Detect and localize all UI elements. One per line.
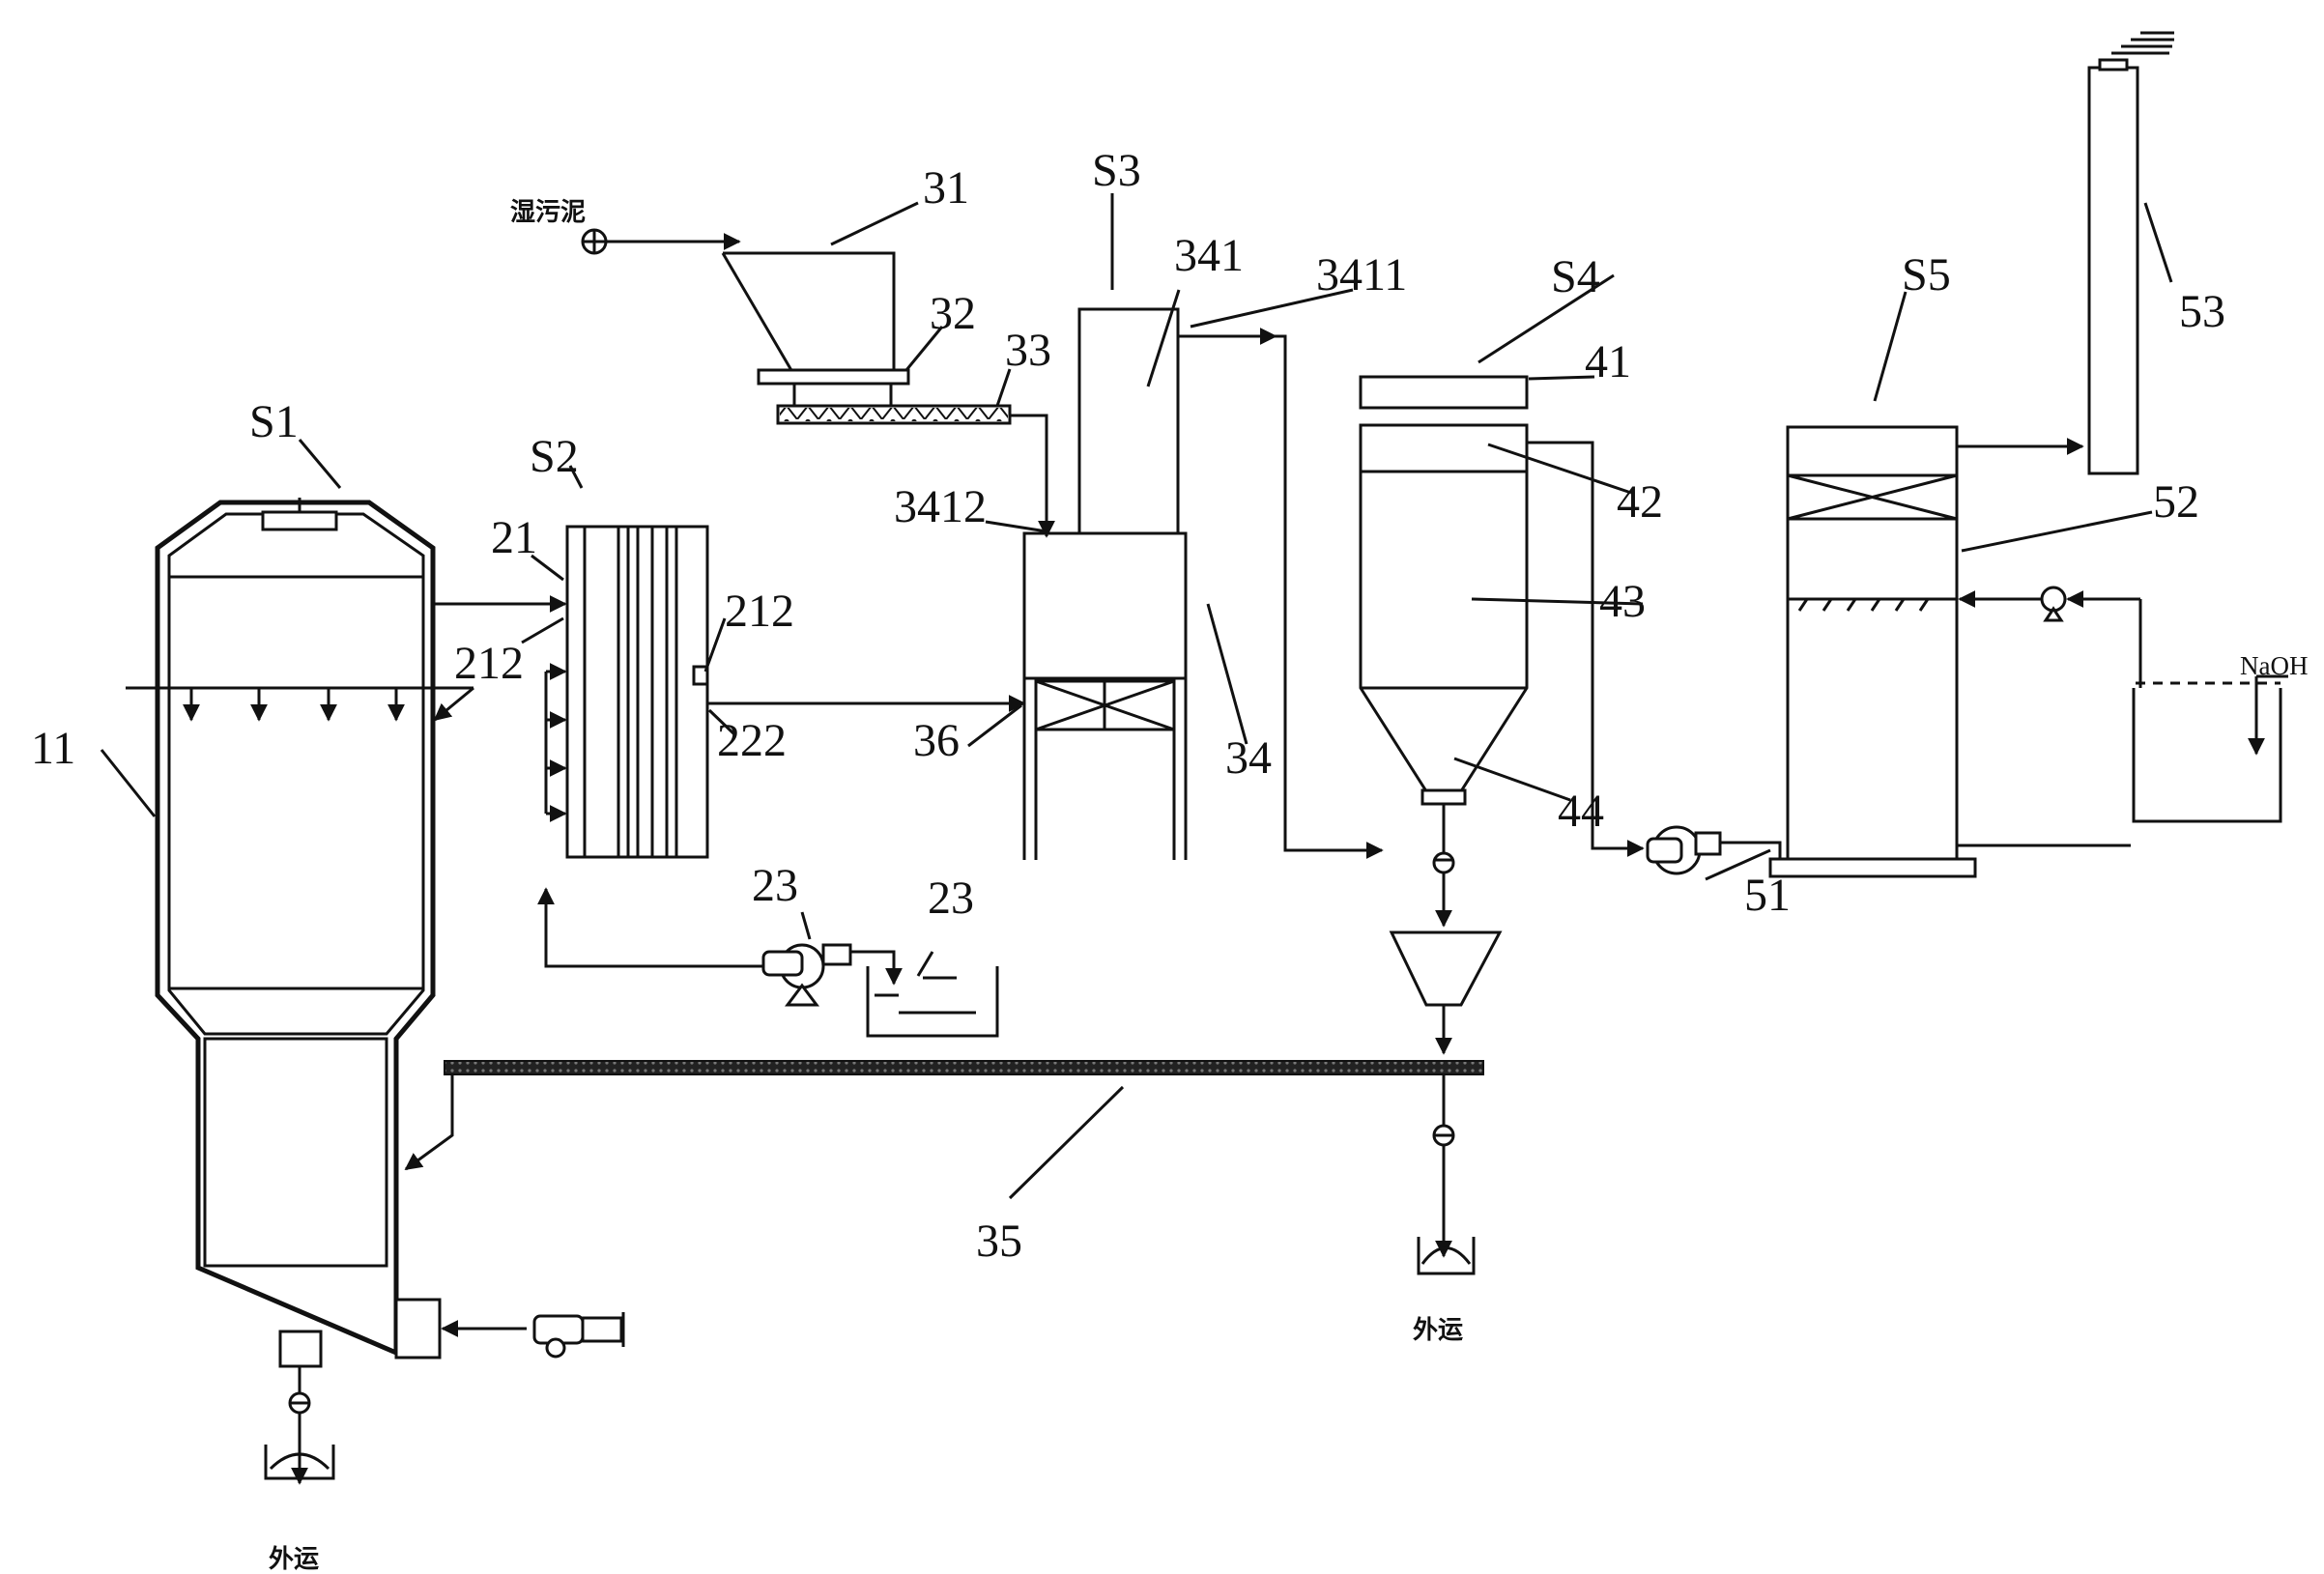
label-s1: S1 xyxy=(249,396,299,447)
water-pump-icon xyxy=(761,943,852,1007)
label-23-pump: 23 xyxy=(752,860,798,911)
discharge-bin-right xyxy=(1417,1237,1476,1275)
label-51: 51 xyxy=(1744,870,1791,921)
label-s5: S5 xyxy=(1902,249,1951,300)
label-42: 42 xyxy=(1617,476,1663,528)
label-11: 11 xyxy=(31,723,75,774)
label-32: 32 xyxy=(930,288,976,339)
label-s2: S2 xyxy=(530,431,579,482)
label-31: 31 xyxy=(923,162,969,214)
label-53: 53 xyxy=(2179,286,2225,337)
discharge-bin xyxy=(264,1445,335,1480)
label-34: 34 xyxy=(1225,732,1272,784)
burner-fan-icon xyxy=(532,1312,625,1359)
label-21: 21 xyxy=(491,512,537,563)
label-naoh: NaOH xyxy=(2240,651,2308,680)
s3-dryer xyxy=(581,228,1384,860)
valve-icon xyxy=(288,1391,311,1415)
induced-fan-icon xyxy=(1646,825,1722,875)
water-tank xyxy=(866,966,999,1038)
label-s3: S3 xyxy=(1092,145,1141,196)
label-s4: S4 xyxy=(1551,251,1600,302)
label-212-right: 212 xyxy=(725,586,794,637)
label-44: 44 xyxy=(1558,786,1604,837)
label-35: 35 xyxy=(976,1216,1022,1267)
label-222: 222 xyxy=(717,715,787,766)
leader-lines xyxy=(100,193,2173,1200)
label-3411: 3411 xyxy=(1316,249,1407,300)
ash-hopper xyxy=(1389,930,1503,1007)
return-conveyor xyxy=(404,1060,1484,1171)
label-52: 52 xyxy=(2153,476,2199,528)
label-out-left: 外运 xyxy=(269,1545,319,1573)
circulation-pump-icon xyxy=(2040,586,2067,622)
label-3412: 3412 xyxy=(894,481,987,532)
label-212-left: 212 xyxy=(454,638,524,689)
s5-scrubber xyxy=(1646,31,2288,878)
s4-dust-collector xyxy=(1359,375,1645,1275)
s1-reactor xyxy=(126,498,625,1485)
label-341: 341 xyxy=(1174,230,1244,281)
label-23-tank: 23 xyxy=(928,873,974,924)
label-41: 41 xyxy=(1585,336,1631,387)
label-wet-sludge: 湿污泥 xyxy=(510,198,586,226)
discharge-valve-icon xyxy=(1432,1124,1455,1147)
label-43: 43 xyxy=(1599,576,1646,627)
s2-heat-exchanger xyxy=(433,525,1026,1038)
label-33: 33 xyxy=(1005,325,1051,376)
label-36: 36 xyxy=(913,715,960,766)
label-out-right: 外运 xyxy=(1413,1316,1463,1344)
rotary-valve-icon xyxy=(1432,851,1455,874)
wet-sludge-pump-icon xyxy=(581,228,608,255)
naoh-tank xyxy=(2132,688,2282,823)
